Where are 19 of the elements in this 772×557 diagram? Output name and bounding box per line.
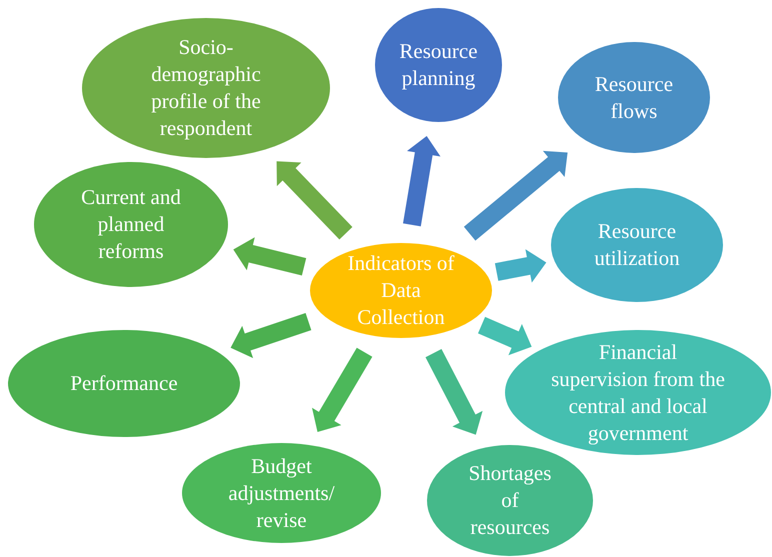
block-arrow [233, 237, 306, 276]
block-arrow [478, 316, 532, 356]
node-label: Resource flows [594, 70, 674, 124]
node-label: Socio-demographic profile of the respondent [150, 34, 262, 142]
block-arrow [494, 249, 546, 283]
node-label: Current and planned reforms [80, 184, 182, 265]
node-label: Budget adjustments/ revise [227, 452, 336, 534]
node-label: Resource utilization [593, 218, 681, 272]
node-label: Performance [69, 370, 179, 397]
node-label: Shortages of resources [468, 460, 552, 541]
node-label: Indicators of Data Collection [346, 250, 456, 331]
block-arrow [464, 150, 568, 241]
block-arrow [426, 349, 483, 435]
node-label: Financial supervision from the central and local government [550, 338, 726, 446]
block-arrow [276, 161, 352, 240]
node-label: Resource planning [398, 38, 479, 92]
block-arrow [312, 348, 372, 432]
block-arrow [403, 136, 440, 226]
block-arrow [230, 313, 312, 358]
